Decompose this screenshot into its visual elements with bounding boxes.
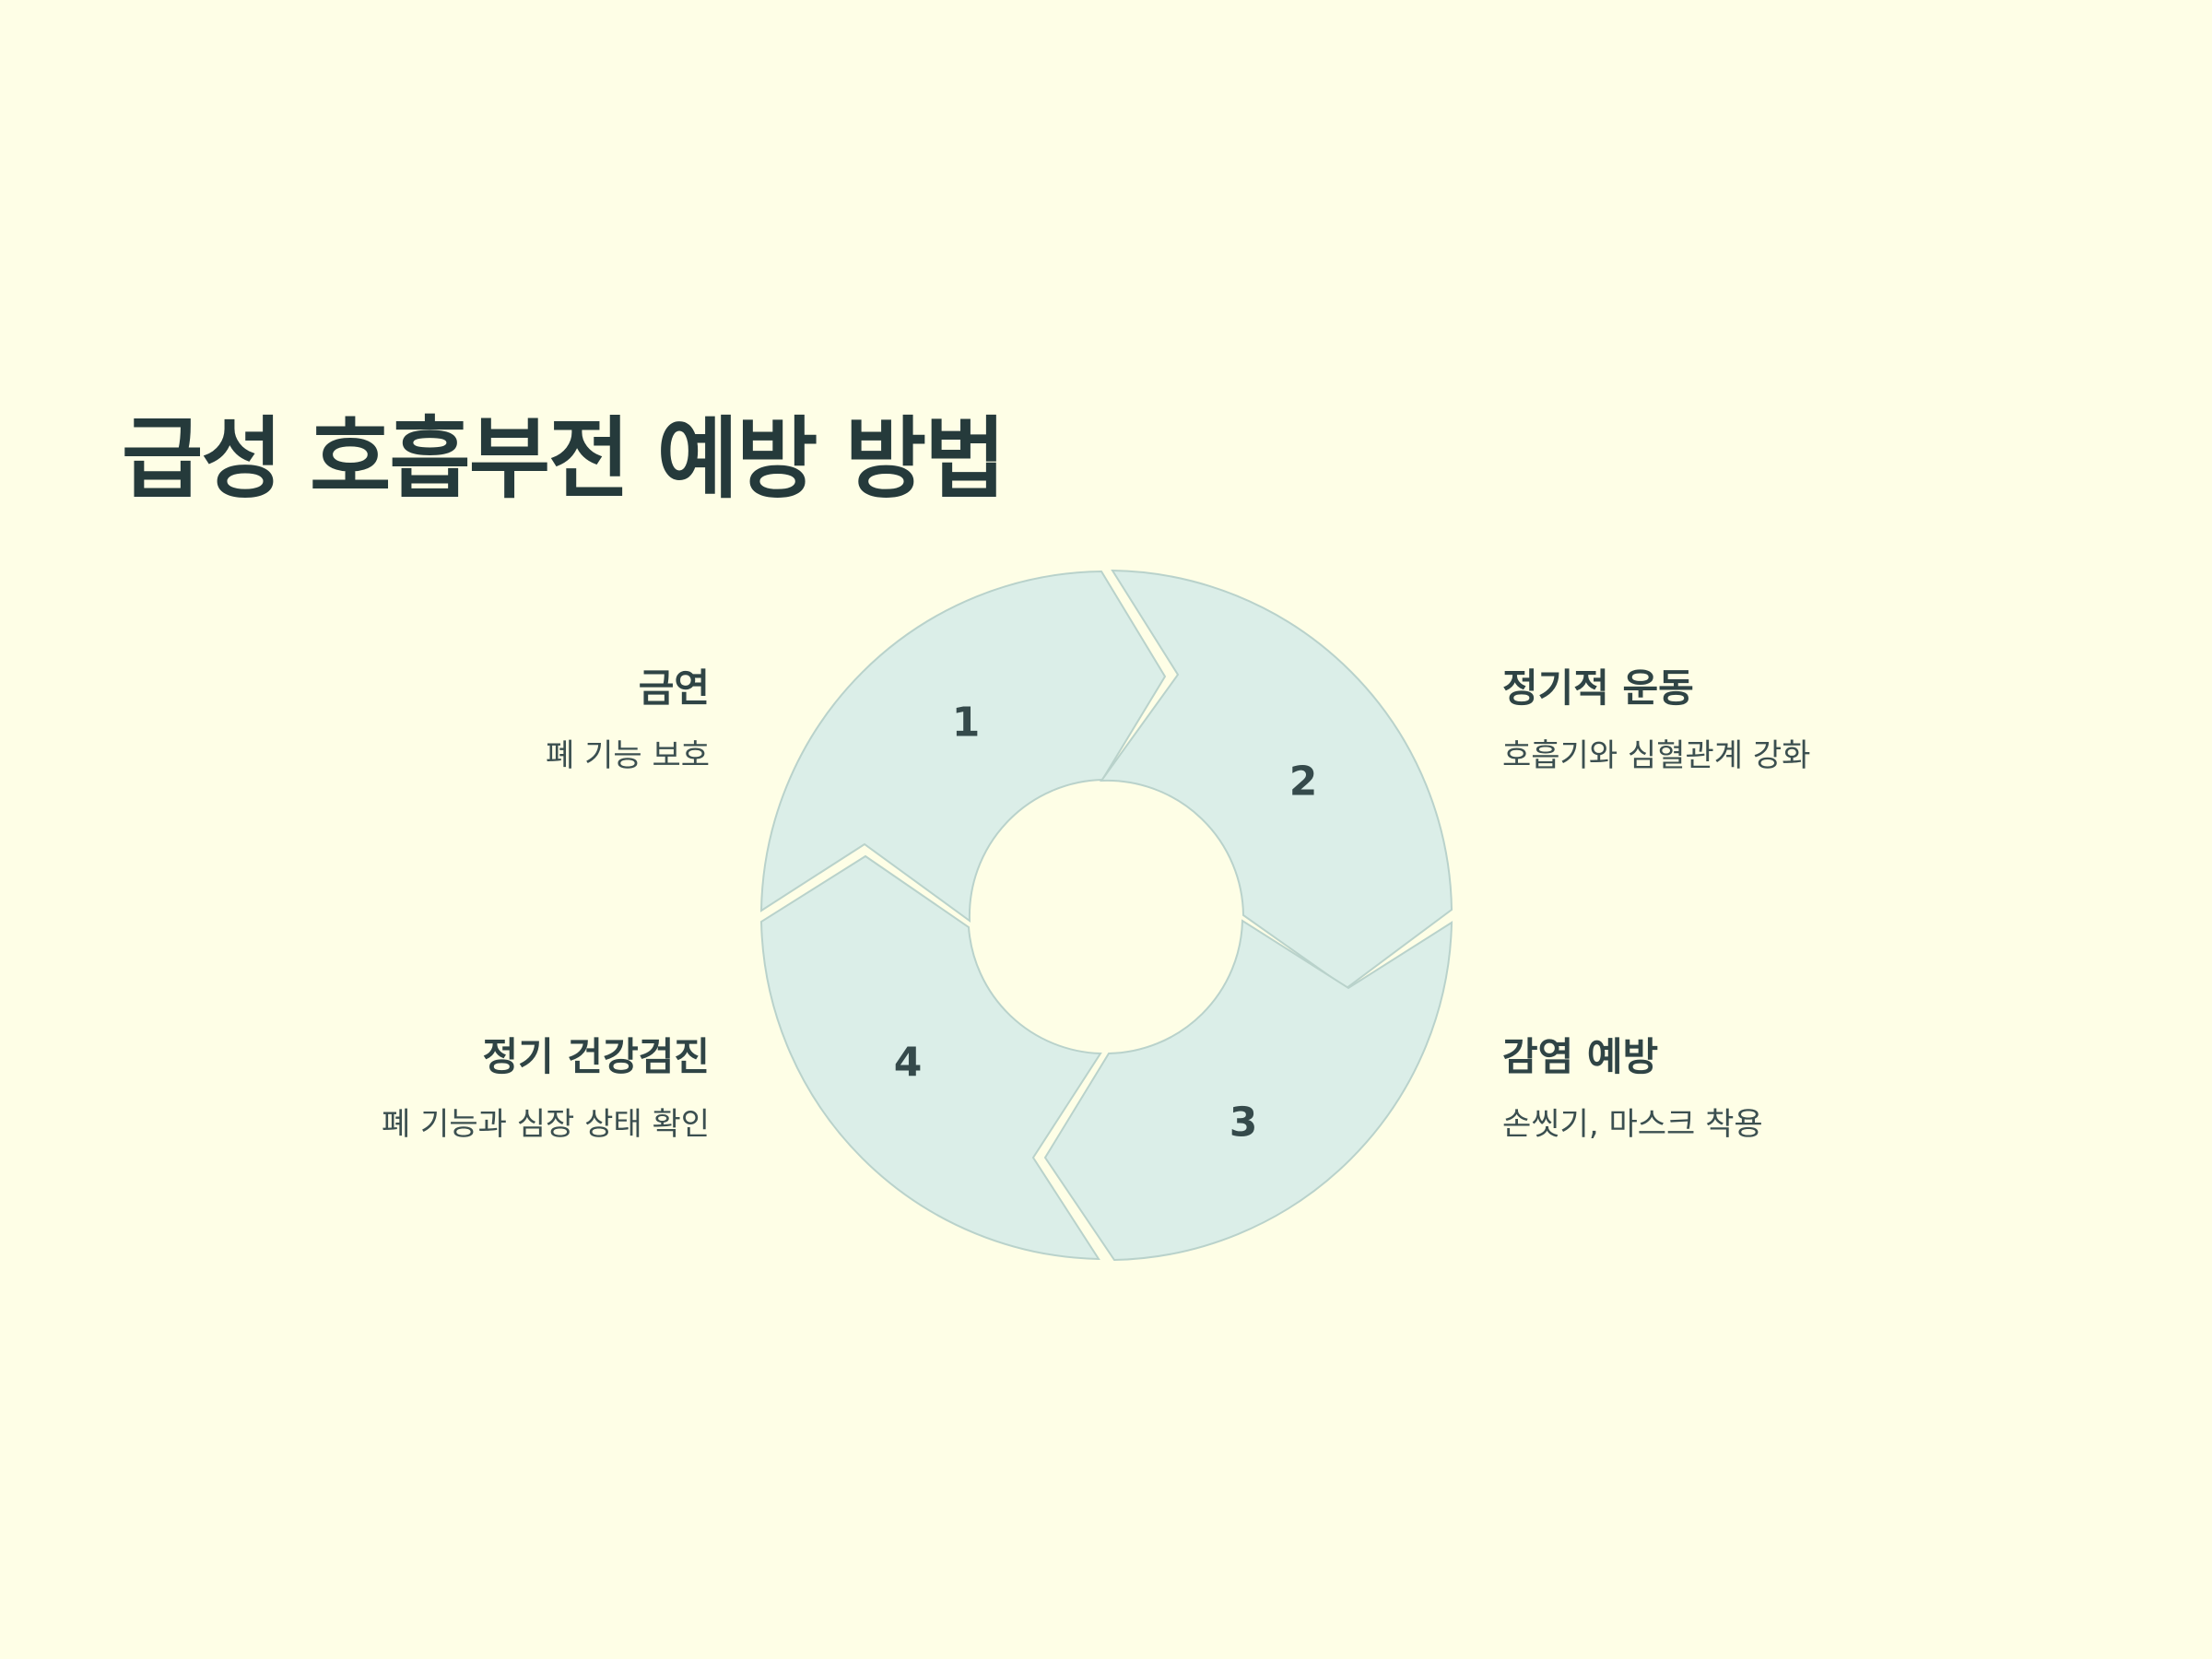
step-number-2: 2 xyxy=(1289,759,1318,806)
step-description: 폐 기능 보호 xyxy=(545,737,710,775)
step-title: 금연 xyxy=(638,665,710,711)
cycle-segment-1 xyxy=(759,570,1167,924)
step-description: 호흡기와 심혈관계 강화 xyxy=(1502,737,1811,775)
step-title: 정기 건강검진 xyxy=(482,1034,710,1079)
page-title: 급성 호흡부전 예방 방법 xyxy=(122,407,1006,511)
cycle-segment-2 xyxy=(1099,569,1453,990)
step-description: 폐 기능과 심장 상태 확인 xyxy=(381,1106,710,1144)
step-title: 정기적 운동 xyxy=(1502,665,1694,711)
step-number-3: 3 xyxy=(1230,1100,1258,1147)
step-title: 감염 예방 xyxy=(1502,1034,1659,1079)
cycle-segment-3 xyxy=(1043,919,1453,1262)
step-number-4: 4 xyxy=(894,1040,923,1087)
step-number-1: 1 xyxy=(952,700,981,747)
step-label-4: 정기 건강검진 폐 기능과 심장 상태 확인 xyxy=(120,1034,710,1144)
cycle-segment-4 xyxy=(759,854,1102,1261)
step-label-1: 금연 폐 기능 보호 xyxy=(120,665,710,775)
step-label-2: 정기적 운동 호흡기와 심혈관계 강화 xyxy=(1502,665,2092,775)
step-description: 손씻기, 마스크 착용 xyxy=(1502,1106,1763,1144)
step-label-3: 감염 예방 손씻기, 마스크 착용 xyxy=(1502,1034,2092,1144)
